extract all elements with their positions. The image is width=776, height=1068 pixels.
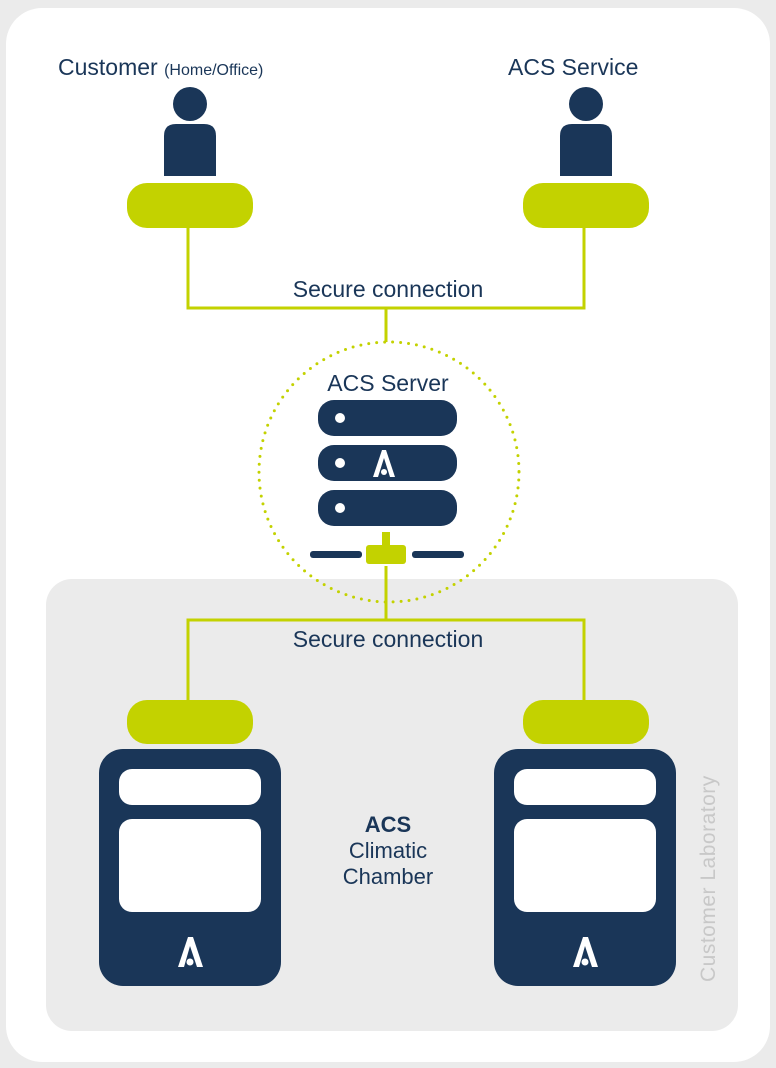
- server-boundary-circle: [257, 340, 521, 604]
- customer-label-sub: (Home/Office): [164, 62, 264, 79]
- server-icon: [318, 400, 457, 526]
- climatic-chamber-right-icon: [494, 700, 676, 986]
- acs-logo-icon: [373, 450, 395, 477]
- customer-label-main: Customer: [58, 54, 158, 80]
- server-label: ACS Server: [327, 370, 449, 396]
- chamber-description: ACS Climatic Chamber: [330, 812, 446, 890]
- secure-connection-bottom-label: Secure connection: [292, 626, 484, 652]
- bottom-connection-lines: [186, 566, 586, 700]
- service-person-icon: [560, 87, 612, 176]
- secure-connection-top-label: Secure connection: [292, 276, 484, 302]
- chamber-brand: ACS: [364, 812, 412, 837]
- service-label: ACS Service: [508, 54, 639, 80]
- customer-person-icon: [164, 87, 216, 176]
- service-laptop-icon: [523, 183, 649, 228]
- customer-laptop-icon: [127, 183, 253, 228]
- customer-label: Customer (Home/Office): [58, 54, 263, 81]
- customer-laboratory-caption: Customer Laboratory: [697, 775, 720, 982]
- chamber-line2: Chamber: [342, 864, 434, 889]
- top-connection-lines: [186, 228, 586, 342]
- chamber-line1: Climatic: [348, 838, 428, 863]
- climatic-chamber-left-icon: [99, 700, 281, 986]
- network-switch-icon: [310, 532, 464, 564]
